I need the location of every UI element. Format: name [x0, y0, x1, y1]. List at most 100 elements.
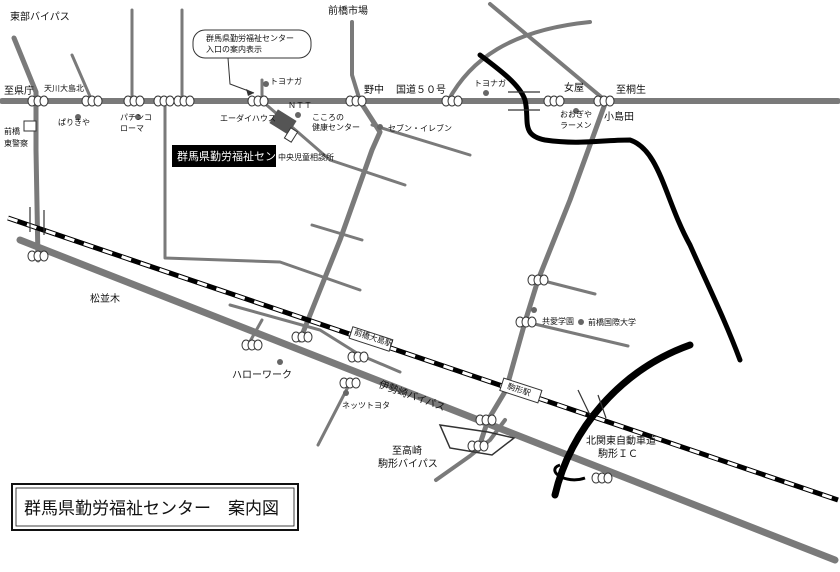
road-market — [350, 20, 362, 103]
signal-center-b — [173, 95, 195, 107]
facility-name-box — [172, 145, 276, 167]
road-kyoai — [524, 320, 630, 348]
signal-nonaka — [345, 95, 367, 107]
title-box — [11, 483, 299, 531]
signal-pachinko — [123, 95, 145, 107]
signal-netz — [339, 377, 361, 389]
label-ntt: ＮＴＴ — [288, 101, 312, 110]
label-hello-work: ハローワーク — [232, 369, 292, 381]
dot-kyoai — [531, 307, 537, 313]
label-ramen: ラーメン — [560, 121, 592, 130]
signal-onaya — [543, 95, 565, 107]
label-kita-kanto: 北関東自動車道 — [586, 434, 656, 447]
label-toyota-2: トヨナガ — [474, 78, 506, 88]
isesaki-bypass-road — [16, 236, 839, 564]
label-seven-eleven: セブン・イレブン — [388, 123, 452, 133]
bridge-marks — [29, 91, 607, 419]
road-seven-eleven — [370, 123, 472, 157]
label-to-kiryu: 至桐生 — [616, 83, 646, 96]
label-kyoai-gakuen: 共愛学園 — [542, 316, 574, 326]
label-maebashi: 前橋 — [4, 126, 20, 136]
label-higashibu-bypass: 東部バイパス — [10, 10, 70, 23]
signal-komagata-north — [475, 414, 497, 426]
road-kyoai-north — [538, 278, 597, 296]
signal-eedai — [247, 95, 269, 107]
signal-bypass-1 — [241, 339, 263, 351]
label-chuo-jido: 中央児童相談所 — [278, 152, 334, 162]
dot-pariya — [75, 114, 81, 120]
signal-center-a — [153, 95, 175, 107]
label-roma: ローマ — [120, 124, 144, 133]
signal-west-bypass — [27, 250, 49, 262]
label-higashi-police: 東警察 — [4, 138, 28, 148]
signal-komagata — [467, 440, 489, 452]
label-onaya: 女屋 — [564, 81, 584, 94]
signal-ic — [591, 472, 613, 484]
label-nonaka: 野中 — [364, 83, 384, 96]
label-kokoro-2: 健康センター — [312, 122, 360, 132]
label-to-takasaki: 至高崎 — [392, 444, 422, 457]
kita-kanto-expressway — [551, 341, 694, 499]
label-matsunamiki: 松並木 — [90, 292, 120, 305]
entrance-sign-line-1: 群馬県勤労福祉センター — [206, 33, 294, 43]
label-toyota-1: トヨナガ — [270, 76, 302, 86]
entrance-sign-pointer — [227, 57, 255, 94]
signal-kojimada — [593, 95, 615, 107]
label-kokoro-1: こころの — [312, 113, 344, 122]
facility-name: 群馬県勤労福祉センター — [177, 149, 298, 163]
intersection-markers — [27, 95, 615, 484]
road-onaya-arc — [446, 20, 592, 103]
facility-annex — [283, 127, 299, 143]
signal-route50-east — [441, 95, 463, 107]
map-title: 群馬県勤労福祉センター 案内図 — [24, 499, 279, 519]
signal-tenkawa — [81, 95, 103, 107]
landmark-dots — [75, 81, 584, 396]
komagata-station-box — [499, 377, 543, 404]
road-nonaka-south — [297, 98, 383, 343]
label-komagata-bypass: 駒形バイパス — [378, 458, 438, 470]
label-kojimada: 小島田 — [604, 110, 634, 123]
signal-kyoai — [515, 316, 537, 328]
entrance-sign-arrowhead — [246, 89, 254, 96]
dot-ntt — [295, 112, 301, 118]
signal-kencho — [27, 95, 49, 107]
label-oogiya: おおぎや — [560, 109, 592, 119]
dot-oogiya — [573, 108, 579, 114]
label-netz-toyota: ネッツトヨタ — [342, 401, 390, 410]
dot-pachinko — [135, 114, 141, 120]
label-pariya: ぱりきや — [58, 118, 90, 127]
dot-seven-eleven — [377, 124, 383, 130]
title-box-inner — [15, 487, 295, 527]
komagata-ic-loop — [553, 463, 586, 482]
road-east-branch — [310, 223, 364, 242]
dot-toyota-2 — [483, 90, 489, 96]
label-kokusai-univ: 前橋国際大学 — [588, 317, 636, 327]
entrance-sign-line-2: 入口の案内表示 — [206, 44, 262, 54]
dot-hello-work — [277, 359, 283, 365]
maebashi-oshima-station-box — [348, 326, 394, 352]
label-pachinko: パチンコ — [120, 113, 152, 122]
police-station-marker — [23, 120, 37, 132]
label-maebashi-market: 前橋市場 — [328, 4, 368, 17]
entrance-sign-bubble — [192, 29, 312, 59]
label-to-kencho: 至県庁 — [4, 84, 34, 97]
label-komagata-ic: 駒形ＩＣ — [598, 448, 638, 460]
komagata-underpass — [438, 424, 516, 456]
road-facility-west — [163, 99, 362, 292]
facility-building — [269, 109, 297, 135]
road-tenkawa-north — [70, 53, 94, 103]
dot-netz — [343, 390, 349, 396]
label-route50: 国道５０号 — [396, 83, 446, 96]
signal-bypass-3 — [347, 351, 369, 363]
dot-kokusai — [578, 319, 584, 325]
railway-ryomo-line — [7, 215, 839, 503]
label-tenkawa-oshima-kita: 天川大島北 — [44, 83, 84, 93]
label-eedai-house: エーダイハウス — [220, 113, 276, 123]
road-hello-work — [228, 303, 402, 374]
dot-toyota-1 — [263, 81, 269, 87]
river — [477, 52, 743, 363]
signal-kyoai-north — [527, 274, 549, 286]
signal-bypass-2 — [291, 331, 313, 343]
